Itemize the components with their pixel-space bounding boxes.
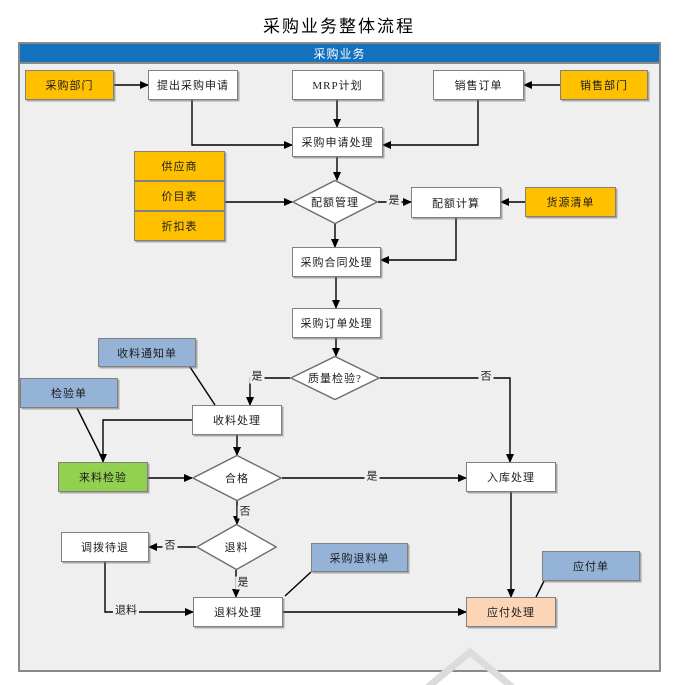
node-label: 退料处理 <box>214 607 262 619</box>
flow-connector <box>535 580 545 598</box>
node-quality-inspection: 质量检验? <box>290 356 380 400</box>
flow-connector <box>189 366 216 406</box>
node-label: 销售部门 <box>580 80 628 92</box>
node-label: 货源清单 <box>546 197 595 209</box>
node-label: 配额计算 <box>432 197 480 210</box>
edge-label: 退料 <box>113 604 139 618</box>
node-incoming-inspection: 来料检验 <box>58 462 148 492</box>
node-receiving-processing: 收料处理 <box>192 405 282 435</box>
edge-label: 是 <box>249 370 265 384</box>
edge-label: 否 <box>162 539 178 553</box>
node-label: 供应商 <box>161 161 198 173</box>
node-inspection-sheet: 检验单 <box>20 378 118 408</box>
watermark-chevron <box>425 647 515 685</box>
flow-connector <box>191 100 293 149</box>
node-price-list: 价目表 <box>134 181 225 211</box>
node-label: 应付处理 <box>487 607 535 619</box>
node-label: 采购退料单 <box>329 552 390 565</box>
node-label: 来料检验 <box>79 472 127 484</box>
node-label: 质量检验? <box>308 373 362 385</box>
node-quota-calculation: 配额计算 <box>411 187 501 218</box>
flow-connector <box>380 377 514 463</box>
flow-connector <box>380 218 457 264</box>
node-label: 退料 <box>224 542 249 554</box>
node-mrp-plan: MRP计划 <box>292 70 383 100</box>
node-label: 提出采购申请 <box>157 80 229 92</box>
band-title: 采购业务 <box>313 46 366 61</box>
node-label: 采购申请处理 <box>301 137 374 149</box>
node-purchase-dept: 采购部门 <box>25 70 114 100</box>
node-label: 收料处理 <box>213 415 261 427</box>
flow-connector <box>99 419 192 463</box>
node-payable-sheet: 应付单 <box>542 551 640 581</box>
node-label: 检验单 <box>51 388 87 400</box>
edge-label: 是 <box>386 194 402 208</box>
node-purchase-request-processing: 采购申请处理 <box>292 127 383 157</box>
node-submit-purchase-request: 提出采购申请 <box>148 70 238 100</box>
node-source-list: 货源清单 <box>525 187 616 217</box>
node-label: 收料通知单 <box>117 347 177 360</box>
flow-connector <box>382 100 479 149</box>
node-purchase-return-sheet: 采购退料单 <box>311 543 408 572</box>
edge-label: 是 <box>235 576 251 590</box>
node-warehousing-processing: 入库处理 <box>466 462 556 492</box>
edge-label: 是 <box>364 470 380 484</box>
node-label: 采购订单处理 <box>300 318 373 330</box>
node-label: 合格 <box>225 473 249 485</box>
node-discount-table: 折扣表 <box>134 211 225 241</box>
diagram-title: 采购业务整体流程 <box>263 17 415 36</box>
node-sales-dept: 销售部门 <box>560 70 648 100</box>
node-return-material: 退料 <box>196 524 277 570</box>
node-label: MRP计划 <box>312 80 363 92</box>
node-transfer-pending-return: 调拨待退 <box>61 532 149 562</box>
node-label: 应付单 <box>573 561 609 573</box>
node-receipt-notice: 收料通知单 <box>98 338 196 367</box>
node-label: 调拨待退 <box>81 542 129 554</box>
node-label: 配额管理 <box>311 197 359 209</box>
node-label: 折扣表 <box>161 221 198 233</box>
node-label: 销售订单 <box>454 80 503 92</box>
node-label: 入库处理 <box>487 472 535 484</box>
node-quota-management: 配额管理 <box>292 180 378 224</box>
flow-connector <box>104 562 194 616</box>
flow-connector <box>284 571 312 597</box>
edge-label: 否 <box>237 505 253 519</box>
edge-label: 否 <box>478 370 494 384</box>
node-purchase-contract-processing: 采购合同处理 <box>292 247 381 277</box>
band-header: 采购业务 <box>20 44 659 64</box>
flow-connector <box>76 407 102 457</box>
node-qualified: 合格 <box>192 455 282 501</box>
node-sales-order: 销售订单 <box>433 70 524 100</box>
node-label: 价目表 <box>161 191 198 203</box>
node-supplier: 供应商 <box>134 151 225 181</box>
node-label: 采购合同处理 <box>300 257 373 269</box>
node-label: 采购部门 <box>45 80 94 92</box>
